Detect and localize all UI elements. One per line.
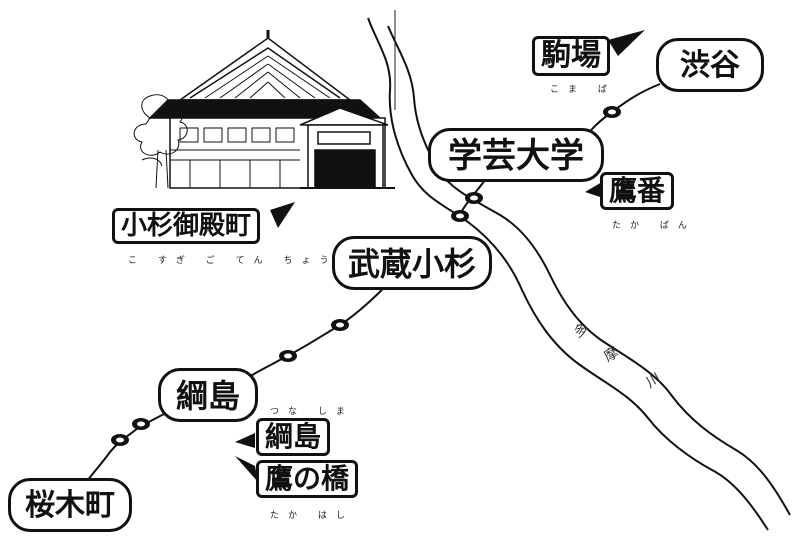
tama-river [367, 17, 791, 531]
place-takanohashi: 鷹の橋 [256, 460, 359, 498]
place-takanohashi-reading: たか はし [270, 511, 354, 521]
river-bank-west [367, 17, 769, 531]
place-kosugi-goten-reading: こ すぎ ご てん ちょう [128, 256, 338, 266]
station-tsunashima: 綱島 [158, 368, 258, 422]
place-takanohashi-label: 鷹の橋 [256, 460, 359, 498]
station-sakuragicho-label: 桜木町 [25, 488, 115, 523]
place-komaba-reading: こま ば [550, 85, 616, 95]
place-takaban-label: 鷹番 [600, 172, 675, 210]
label-tails [235, 30, 645, 482]
place-tsunashima-reading: つな しま [270, 407, 354, 417]
place-tsunashima-label: 綱島 [256, 418, 331, 456]
station-shibuya-label: 渋谷 [680, 48, 740, 83]
temple-hall-illustration [133, 30, 395, 189]
station-sakuragicho: 桜木町 [8, 478, 132, 532]
place-takaban-reading: たか ばん [612, 221, 696, 231]
station-gakugei-daigaku-label: 学芸大学 [448, 136, 584, 176]
river-bank-east [387, 25, 791, 516]
place-komaba: 駒場 [532, 36, 610, 76]
place-kosugi-goten-label: 小杉御殿町 [112, 208, 261, 244]
station-shibuya: 渋谷 [656, 38, 764, 92]
place-kosugi-goten: 小杉御殿町 [112, 208, 261, 244]
station-gakugei-daigaku: 学芸大学 [428, 128, 604, 182]
station-tsunashima-label: 綱島 [175, 377, 240, 415]
place-tsunashima: 綱島 [256, 418, 331, 456]
station-musashi-kosugi-label: 武蔵小杉 [347, 245, 476, 283]
station-musashi-kosugi: 武蔵小杉 [332, 236, 492, 290]
place-komaba-label: 駒場 [532, 36, 610, 76]
place-takaban: 鷹番 [600, 172, 675, 210]
